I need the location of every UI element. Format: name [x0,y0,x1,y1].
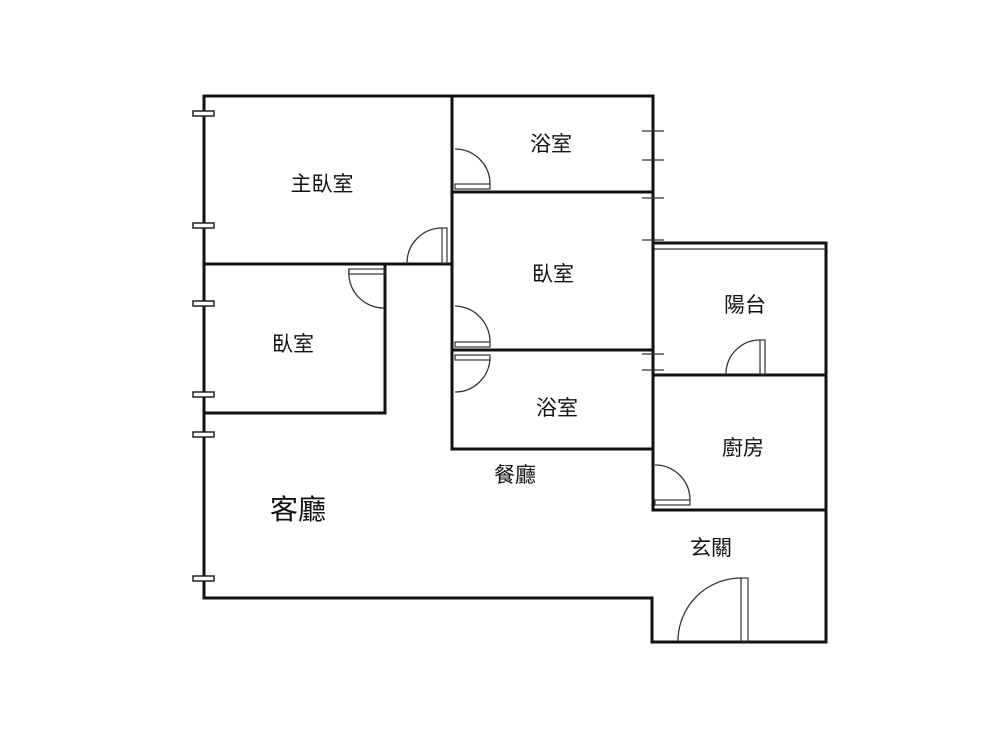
room-label-bedroom-middle: 臥室 [532,262,574,286]
room-label-dining-room: 餐廳 [494,463,536,487]
room-label-master-bedroom: 主臥室 [290,172,354,196]
room-label-bathroom-bottom: 浴室 [536,396,578,420]
doors [348,148,766,642]
exterior-walls [202,94,828,644]
room-label-living-room: 客廳 [269,493,327,526]
room-label-kitchen: 廚房 [722,436,764,460]
room-label-bathroom-top: 浴室 [530,132,572,156]
windows [192,110,664,582]
room-label-balcony: 陽台 [724,293,766,317]
room-label-bedroom-left: 臥室 [272,332,314,356]
interior-walls [202,94,828,512]
room-label-entrance: 玄關 [690,536,732,560]
